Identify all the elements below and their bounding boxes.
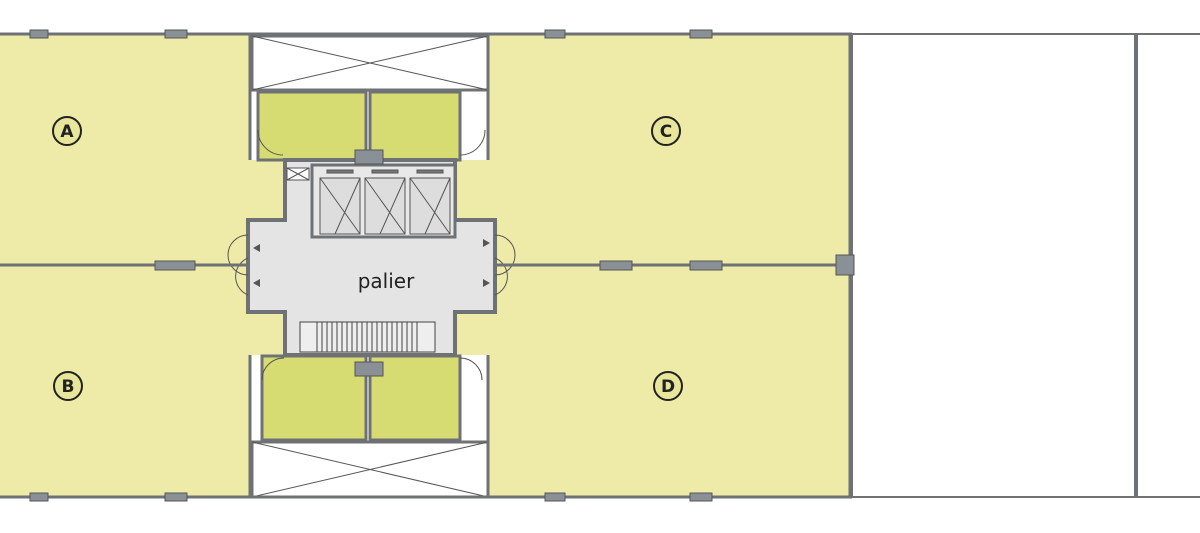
svg-text:D: D <box>661 377 675 397</box>
staircase <box>299 321 436 353</box>
unit-b-area[interactable] <box>0 265 250 497</box>
duct <box>354 149 384 165</box>
svg-text:B: B <box>62 377 75 397</box>
shaft-top <box>250 34 490 92</box>
unit-label-b: B <box>53 371 83 401</box>
unit-a-area[interactable] <box>0 34 250 265</box>
empty-zone-2 <box>1136 33 1200 498</box>
small-room[interactable] <box>368 354 462 442</box>
small-room[interactable] <box>260 354 368 442</box>
shaft-bottom <box>250 440 490 499</box>
unit-label-d: D <box>653 371 683 401</box>
duct <box>354 361 384 377</box>
landing-label: palier <box>358 269 415 293</box>
columns <box>29 29 855 502</box>
elevator-bank <box>286 163 457 239</box>
unit-label-a: A <box>52 116 82 146</box>
empty-zone-1 <box>851 33 1136 498</box>
unit-label-c: C <box>651 116 681 146</box>
svg-text:A: A <box>60 122 74 142</box>
svg-text:C: C <box>660 122 672 142</box>
unit-c-area[interactable] <box>488 34 850 265</box>
small-room[interactable] <box>256 90 368 162</box>
door-swings <box>227 129 516 381</box>
landing-arrows <box>253 239 490 287</box>
